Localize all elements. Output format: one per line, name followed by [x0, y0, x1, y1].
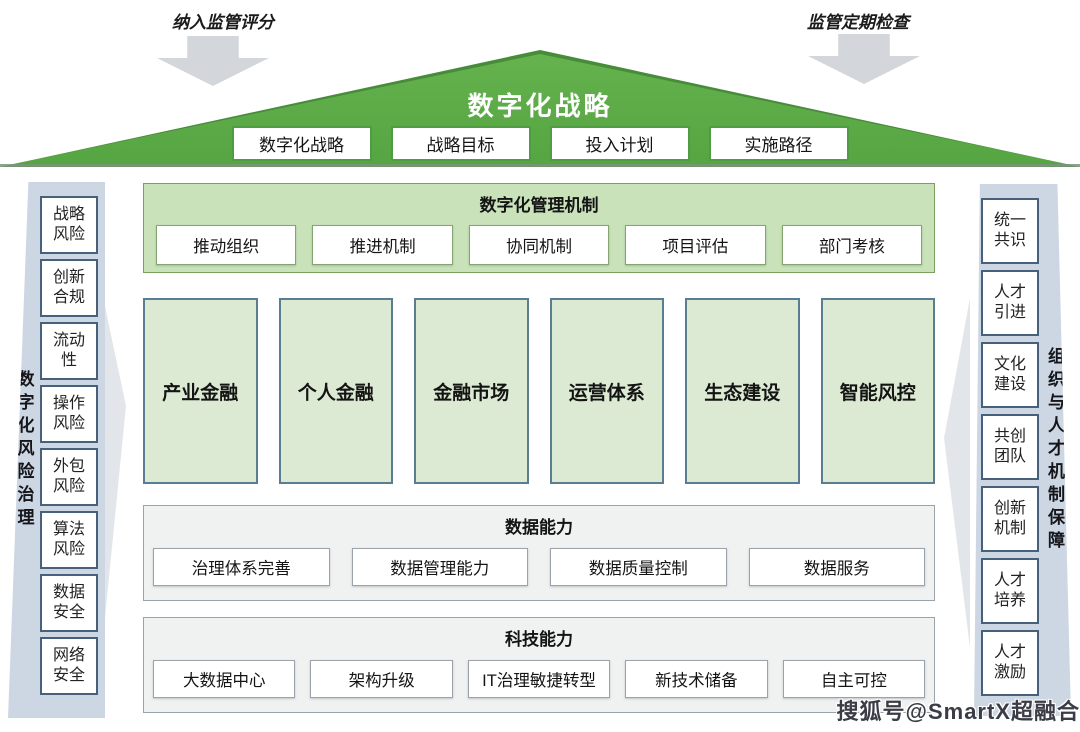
data-capability-item: 数据质量控制	[550, 548, 727, 586]
tech-capability-item: 自主可控	[782, 660, 926, 698]
left-pillar-title-column: 数字化风险治理	[8, 182, 40, 718]
business-pillars: 产业金融个人金融金融市场运营体系生态建设智能风控	[143, 298, 935, 484]
tech-capability-item: 架构升级	[310, 660, 453, 698]
strategy-item: 数字化战略	[231, 126, 372, 161]
risk-item-label: 流动性	[52, 331, 85, 369]
risk-item-label: 外包风险	[52, 457, 85, 495]
right-pillar-org-talent: 统一共识 人才引进 文化建设 共创团队 创新机制 人才培养 人才激励 组织与人才…	[974, 184, 1071, 716]
talent-item: 创新机制	[981, 486, 1039, 552]
risk-item: 外包风险	[40, 448, 98, 506]
talent-item-label: 创新机制	[993, 499, 1026, 537]
risk-item: 算法风险	[40, 511, 98, 569]
management-section-title: 数字化管理机制	[479, 196, 599, 215]
risk-item-label: 算法风险	[52, 520, 85, 558]
talent-item-label: 共创团队	[993, 427, 1026, 465]
risk-item-label: 战略风险	[52, 205, 85, 243]
risk-item: 流动性	[40, 322, 98, 380]
talent-item-label: 人才引进	[993, 283, 1026, 321]
talent-item-label: 人才培养	[993, 571, 1026, 609]
business-pillar: 生态建设	[685, 298, 800, 484]
strategy-item: 战略目标	[390, 126, 531, 161]
management-item: 项目评估	[625, 225, 766, 265]
data-capability-item: 治理体系完善	[153, 548, 330, 586]
risk-items: 战略风险 创新合规 流动性 操作风险 外包风险 算法风险 数据安全 网络安全	[40, 182, 98, 718]
right-pillar-title: 组织与人才机制保障	[1045, 346, 1064, 554]
data-capability-item: 数据服务	[748, 548, 925, 586]
business-pillar: 运营体系	[549, 298, 664, 484]
management-items: 推动组织推进机制协同机制项目评估部门考核	[144, 225, 934, 265]
left-pillar-title: 数字化风险治理	[14, 369, 34, 531]
talent-item: 统一共识	[981, 198, 1039, 264]
management-item: 部门考核	[781, 225, 923, 265]
talent-items: 统一共识 人才引进 文化建设 共创团队 创新机制 人才培养 人才激励	[981, 184, 1039, 716]
right-pillar-shadow	[944, 298, 970, 648]
strategy-items: 数字化战略战略目标投入计划实施路径	[0, 126, 1080, 161]
tech-capability-items: 大数据中心架构升级 IT治理敏捷转型新技术储备自主可控	[144, 660, 934, 698]
tech-capability-item: 新技术储备	[625, 660, 768, 698]
data-capability-section: 数据能力 治理体系完善数据管理能力数据质量控制数据服务	[143, 505, 935, 601]
business-pillar: 智能风控	[820, 298, 935, 484]
right-annotation: 监管定期检查	[807, 13, 909, 32]
management-item: 推动组织	[156, 225, 297, 265]
strategy-item: 投入计划	[549, 126, 690, 161]
talent-item: 人才激励	[981, 630, 1039, 696]
tech-capability-item: IT治理敏捷转型	[467, 660, 611, 698]
risk-item: 战略风险	[40, 196, 98, 254]
strategy-item: 实施路径	[708, 126, 849, 161]
talent-item-label: 人才激励	[993, 643, 1026, 681]
management-item: 推进机制	[312, 225, 453, 265]
risk-item-label: 数据安全	[52, 583, 85, 621]
talent-item: 人才培养	[981, 558, 1039, 624]
talent-item: 人才引进	[981, 270, 1039, 336]
roof-title: 数字化战略	[467, 91, 613, 121]
risk-item: 数据安全	[40, 574, 98, 632]
tech-capability-section: 科技能力 大数据中心架构升级 IT治理敏捷转型新技术储备自主可控	[143, 617, 935, 713]
risk-item-label: 网络安全	[52, 646, 85, 684]
management-item: 协同机制	[468, 225, 610, 265]
down-arrow-icon	[157, 36, 269, 86]
talent-item: 文化建设	[981, 342, 1039, 408]
risk-item: 网络安全	[40, 637, 98, 695]
management-mechanism-section: 数字化管理机制 推动组织推进机制协同机制项目评估部门考核	[143, 183, 935, 273]
talent-item-label: 统一共识	[993, 211, 1026, 249]
left-pillar-risk-governance: 数字化风险治理 战略风险 创新合规 流动性 操作风险 外包风险 算法风险 数据安…	[8, 182, 105, 718]
data-section-title: 数据能力	[505, 518, 573, 537]
roof-base-line	[0, 164, 1080, 167]
risk-item-label: 操作风险	[52, 394, 85, 432]
data-capability-items: 治理体系完善数据管理能力数据质量控制数据服务	[144, 548, 934, 586]
watermark: 搜狐号@SmartX超融合	[836, 699, 1080, 724]
tech-section-title: 科技能力	[505, 630, 573, 649]
risk-item-label: 创新合规	[52, 268, 85, 306]
data-capability-item: 数据管理能力	[351, 548, 528, 586]
right-pillar-title-column: 组织与人才机制保障	[1039, 184, 1070, 716]
down-arrow-icon	[808, 34, 920, 84]
tech-capability-item: 大数据中心	[153, 660, 296, 698]
business-pillar: 产业金融	[143, 298, 258, 484]
risk-item: 操作风险	[40, 385, 98, 443]
business-pillar: 金融市场	[414, 298, 529, 484]
left-annotation: 纳入监管评分	[172, 13, 274, 32]
left-pillar-shadow	[102, 292, 126, 648]
talent-item: 共创团队	[981, 414, 1039, 480]
business-pillar: 个人金融	[278, 298, 393, 484]
risk-item: 创新合规	[40, 259, 98, 317]
talent-item-label: 文化建设	[993, 355, 1026, 393]
